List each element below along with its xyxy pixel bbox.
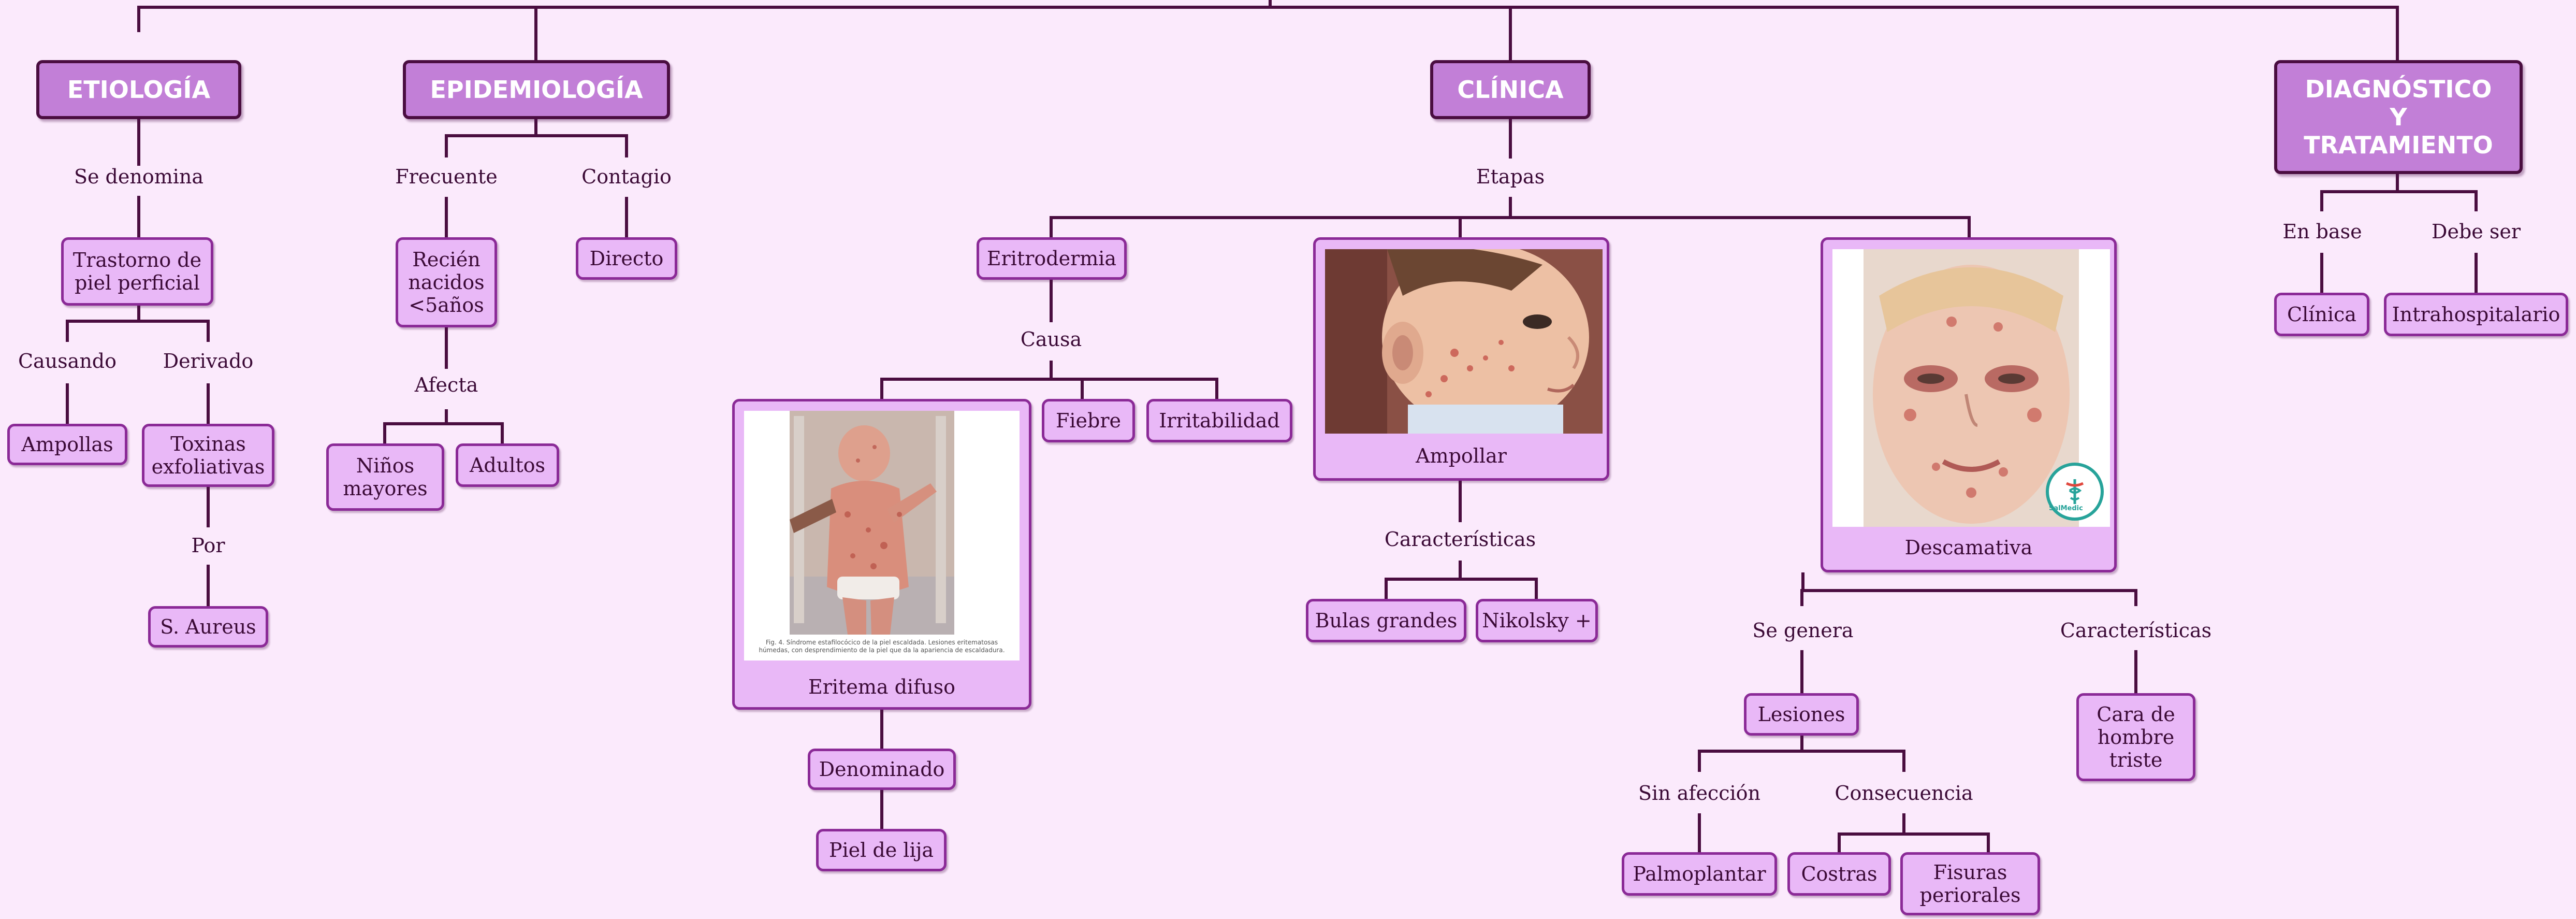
figure-caption-line-1: Fig. 4. Síndrome estafilocócico de la pi… (765, 639, 998, 646)
palmoplantar-node[interactable]: Palmoplantar (1622, 852, 1777, 896)
intrahospitalario-text: Intrahospitalario (2392, 303, 2560, 326)
denominado-text: Denominado (819, 758, 945, 781)
ninos-line-1: Niños (356, 454, 415, 477)
figure-caption-line-2: húmedas, con desprendimiento de la piel … (759, 647, 1005, 654)
costras-node[interactable]: Costras (1787, 852, 1891, 896)
adultos-text: Adultos (469, 454, 546, 477)
adultos-node[interactable]: Adultos (456, 443, 559, 487)
trastorno-line-1: Trastorno de (72, 249, 202, 271)
fisuras-line-1: Fisuras (1933, 861, 2007, 884)
baby-standing-image (790, 411, 954, 635)
piel-de-lija-node[interactable]: Piel de lija (816, 829, 947, 871)
diagnostico-header[interactable]: DIAGNÓSTICO Y TRATAMIENTO (2274, 60, 2523, 174)
diagnostico-title-line-1: DIAGNÓSTICO (2305, 75, 2492, 103)
nikolsky-node[interactable]: Nikolsky + (1476, 599, 1598, 642)
diagnostico-title-line-3: TRATAMIENTO (2304, 131, 2493, 159)
eritrodermia-text: Eritrodermia (986, 247, 1117, 270)
directo-text: Directo (589, 247, 664, 270)
fiebre-text: Fiebre (1056, 409, 1121, 432)
intrahospitalario-node[interactable]: Intrahospitalario (2384, 293, 2568, 336)
eritema-difuso-card[interactable]: Fig. 4. Síndrome estafilocócico de la pi… (732, 399, 1031, 710)
salmedic-logo-text: SalMedic (2049, 505, 2083, 512)
ampollas-text: Ampollas (21, 433, 113, 456)
s-aureus-text: S. Aureus (160, 615, 256, 638)
recien-line-1: Recién (412, 248, 481, 271)
ninos-mayores-node[interactable]: Niños mayores (326, 443, 444, 511)
frecuente-label: Frecuente (395, 165, 498, 188)
s-aureus-node[interactable]: S. Aureus (148, 606, 268, 648)
caracteristicas-label-2: Características (2060, 619, 2212, 642)
toxinas-node[interactable]: Toxinas exfoliativas (142, 424, 274, 487)
fisuras-line-2: periorales (1919, 884, 2021, 907)
ampollar-photo (1325, 249, 1603, 434)
trastorno-line-2: piel perficial (75, 271, 200, 294)
recien-line-3: <5años (409, 294, 484, 317)
nikolsky-text: Nikolsky + (1482, 609, 1592, 632)
diagnostico-title-line-2: Y (2390, 103, 2407, 131)
palmoplantar-text: Palmoplantar (1633, 863, 1766, 885)
eritrodermia-node[interactable]: Eritrodermia (977, 237, 1127, 280)
toxinas-line-1: Toxinas (170, 433, 246, 455)
caduceus-icon (2065, 479, 2084, 504)
contagio-label: Contagio (581, 165, 672, 188)
ampollas-node[interactable]: Ampollas (7, 424, 127, 465)
sin-afeccion-label: Sin afección (1638, 782, 1760, 805)
lesiones-node[interactable]: Lesiones (1744, 693, 1859, 736)
salmedic-logo: SalMedic (2046, 463, 2104, 521)
se-genera-label: Se genera (1752, 619, 1854, 642)
etapas-label: Etapas (1476, 165, 1545, 188)
child-face-image (1864, 249, 2079, 527)
descamativa-card[interactable]: SalMedic Descamativa (1821, 237, 2117, 572)
piel-de-lija-text: Piel de lija (828, 839, 934, 861)
clinica-text: Clínica (2287, 303, 2356, 326)
irritabilidad-text: Irritabilidad (1159, 409, 1280, 432)
lesiones-text: Lesiones (1757, 703, 1845, 726)
recien-line-2: nacidos (408, 271, 485, 294)
se-denomina-label: Se denomina (74, 165, 204, 188)
derivado-label: Derivado (163, 350, 254, 372)
en-base-label: En base (2282, 220, 2362, 243)
directo-node[interactable]: Directo (576, 237, 677, 280)
caracteristicas-label-1: Características (1384, 528, 1536, 551)
etiologia-header[interactable]: ETIOLOGÍA (36, 60, 241, 119)
cara-line-1: Cara de (2097, 703, 2175, 726)
denominado-node[interactable]: Denominado (808, 749, 956, 790)
epidemiologia-title: EPIDEMIOLOGÍA (430, 76, 643, 104)
cara-line-2: hombre (2097, 726, 2175, 749)
baby-face-profile-image (1325, 249, 1603, 434)
afecta-label: Afecta (414, 374, 478, 396)
causa-label: Causa (1020, 328, 1082, 351)
eritema-difuso-caption: Eritema difuso (808, 676, 955, 698)
por-label: Por (191, 534, 225, 557)
debe-ser-label: Debe ser (2431, 220, 2521, 243)
descamativa-photo: SalMedic (1832, 249, 2110, 527)
cara-hombre-triste-node[interactable]: Cara de hombre triste (2076, 693, 2195, 781)
causando-label: Causando (18, 350, 117, 372)
trastorno-node[interactable]: Trastorno de piel perficial (61, 237, 213, 306)
bulas-grandes-text: Bulas grandes (1315, 609, 1458, 632)
recien-nacidos-node[interactable]: Recién nacidos <5años (396, 237, 497, 327)
ampollar-caption: Ampollar (1416, 444, 1507, 467)
fisuras-periorales-node[interactable]: Fisuras periorales (1900, 852, 2040, 915)
irritabilidad-node[interactable]: Irritabilidad (1146, 399, 1292, 442)
figure-caption: Fig. 4. Síndrome estafilocócico de la pi… (744, 639, 1020, 657)
fiebre-node[interactable]: Fiebre (1042, 399, 1135, 442)
descamativa-caption: Descamativa (1904, 536, 2033, 559)
toxinas-line-2: exfoliativas (151, 455, 265, 478)
cara-line-3: triste (2109, 749, 2163, 771)
eritema-photo (744, 411, 1020, 660)
epidemiologia-header[interactable]: EPIDEMIOLOGÍA (403, 60, 670, 119)
ampollar-card[interactable]: Ampollar (1313, 237, 1609, 481)
clinica-title: CLÍNICA (1457, 76, 1564, 104)
etiologia-title: ETIOLOGÍA (67, 76, 211, 104)
costras-text: Costras (1801, 863, 1878, 885)
bulas-grandes-node[interactable]: Bulas grandes (1306, 599, 1466, 642)
clinica-node[interactable]: Clínica (2274, 293, 2369, 336)
clinica-header[interactable]: CLÍNICA (1430, 60, 1591, 119)
consecuencia-label: Consecuencia (1835, 782, 1973, 805)
ninos-line-2: mayores (343, 477, 428, 500)
